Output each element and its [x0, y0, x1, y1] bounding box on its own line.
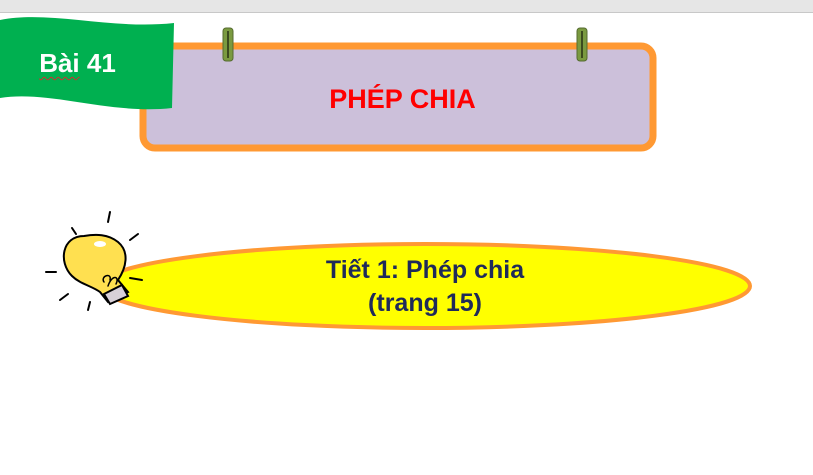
- lesson-subtitle: Tiết 1: Phép chia (trang 15): [140, 254, 710, 320]
- badge-number: 41: [86, 48, 116, 78]
- lesson-line-2: (trang 15): [368, 289, 482, 317]
- window-top-bar: [0, 0, 813, 13]
- lesson-line-1: Tiết 1: Phép chia: [325, 256, 525, 284]
- badge-prefix: Bài: [39, 48, 80, 78]
- clip-icon: [576, 27, 588, 62]
- page-title: PHÉP CHIA: [329, 84, 476, 114]
- lesson-number-badge: Bài 41: [20, 48, 135, 79]
- clip-icon: [222, 27, 234, 62]
- lesson-flag: [0, 17, 174, 110]
- lightbulb-icon: [45, 211, 143, 311]
